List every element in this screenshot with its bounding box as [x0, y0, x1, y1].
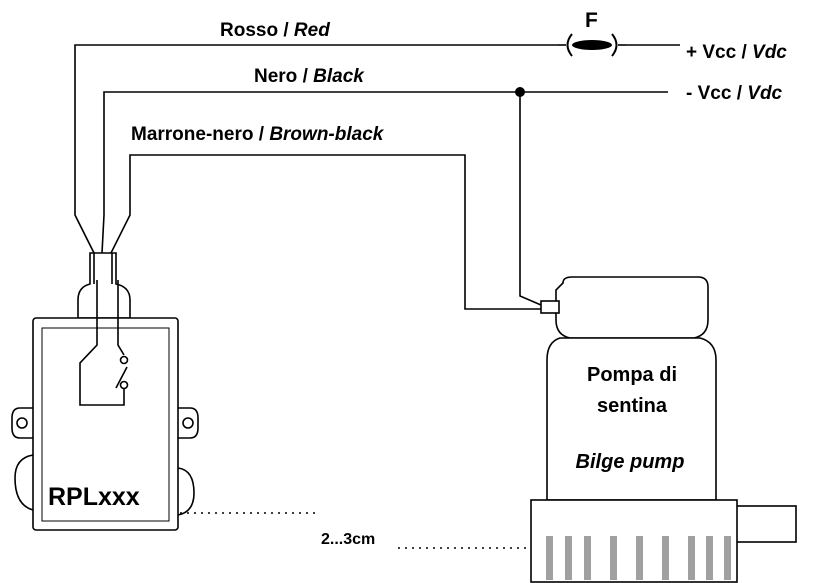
pump-grille [546, 536, 731, 580]
black-wire [101, 91, 668, 254]
brown-black-wire-label: Marrone-nero / Brown-black [131, 124, 385, 145]
red-wire-label: Rosso / Red [220, 20, 330, 41]
bilge-pump [530, 276, 797, 583]
red-wire [74, 44, 558, 254]
brown-black-wire [110, 154, 541, 310]
positive-supply-label: + Vcc / Vdc [686, 42, 787, 63]
fuse [558, 33, 626, 57]
pump-label-english: Bilge pump [576, 451, 685, 473]
black-wire-label: Nero / Black [254, 66, 365, 87]
switch-unit-label: RPLxxx [48, 483, 140, 511]
distance-label: 2...3cm [321, 531, 375, 548]
wires [74, 44, 680, 310]
junction-dot [515, 87, 525, 97]
pump-label-line1: Pompa di [587, 364, 677, 386]
fuse-label: F [585, 9, 598, 32]
black-wire-branch [519, 92, 542, 306]
switch-unit [11, 252, 199, 531]
negative-supply-label: - Vcc / Vdc [686, 83, 783, 104]
distance-dotted-lines [180, 512, 528, 549]
pump-label-line2: sentina [597, 395, 668, 417]
